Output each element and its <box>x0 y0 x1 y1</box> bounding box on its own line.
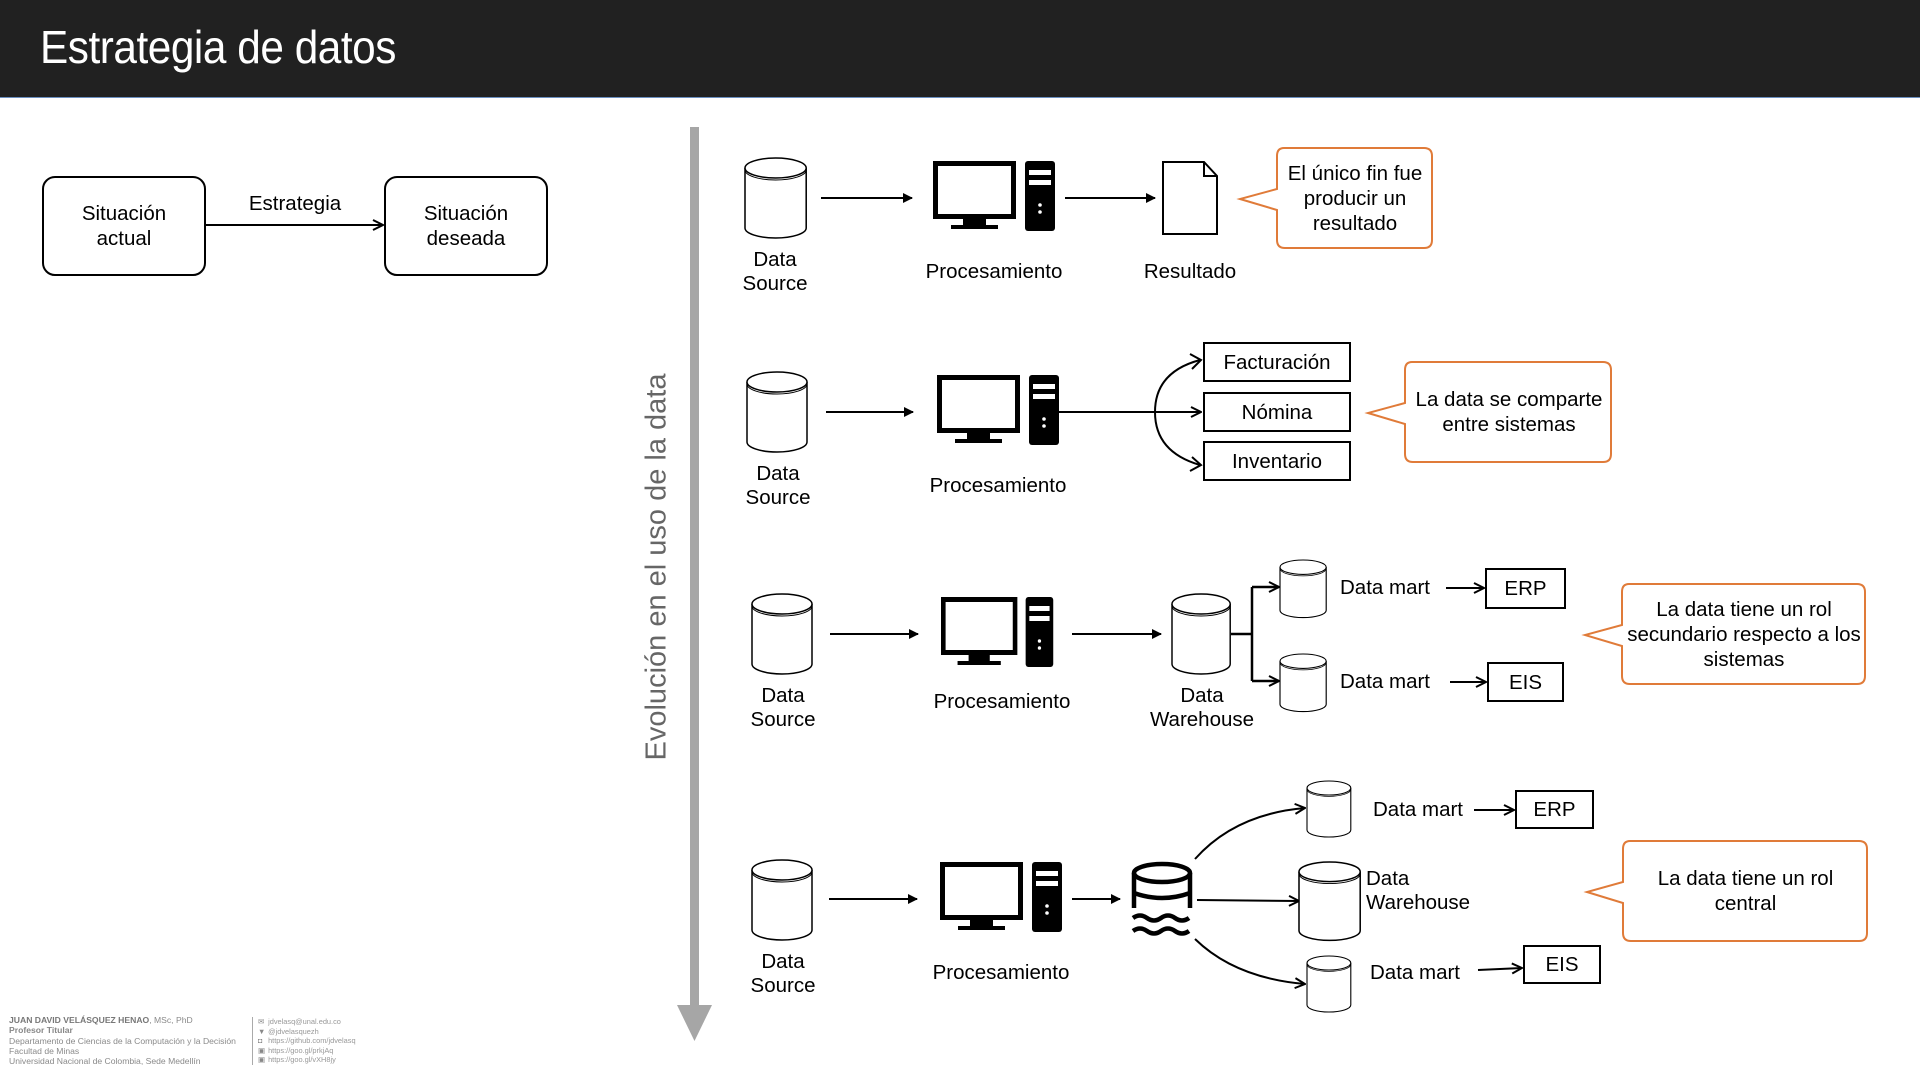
stage1-processing-label: Procesamiento <box>925 260 1063 283</box>
stage4-warehouse-label: Data Warehouse <box>1366 867 1471 914</box>
strategy-label: Estrategia <box>248 192 342 215</box>
stage3-mart2-icon <box>1279 653 1327 713</box>
stage3-warehouse-icon <box>1171 593 1231 675</box>
author-name: JUAN DAVID VELÁSQUEZ HENAO <box>9 1015 150 1025</box>
contact-github-text: https://github.com/jdvelasq <box>268 1036 356 1046</box>
twitter-icon: ▼ <box>258 1026 266 1036</box>
stage4-mart2-label: Data mart <box>1370 961 1460 984</box>
contact-twitter-text: @jdvelasquezh <box>268 1026 319 1036</box>
system-box-eis-2: EIS <box>1523 945 1601 984</box>
stage3-computer-icon <box>943 597 1053 667</box>
contact-researchgate-text: https://goo.gl/vXH8jy <box>268 1055 336 1065</box>
linkedin-icon: ▣ <box>258 1045 265 1055</box>
author-footer: JUAN DAVID VELÁSQUEZ HENAO, MSc, PhD Pro… <box>9 1015 236 1066</box>
stage2-source-icon <box>746 371 808 453</box>
stage2-source-label: Data Source <box>745 462 811 509</box>
contact-email[interactable]: ✉ jdvelasq@unal.edu.co <box>258 1017 356 1027</box>
system-box-erp: ERP <box>1485 568 1566 609</box>
stage2-computer-icon <box>940 375 1060 445</box>
stage4-computer-icon <box>943 862 1063 932</box>
desired-situation-label: Situación deseada <box>423 202 509 250</box>
author-university: Universidad Nacional de Colombia, Sede M… <box>9 1056 201 1067</box>
stage2-callout-shape <box>1364 361 1612 463</box>
stage3-callout-shape <box>1581 583 1866 685</box>
author-role: Profesor Titular <box>9 1025 73 1036</box>
contact-researchgate[interactable]: ▣ https://goo.gl/vXH8jy <box>258 1055 356 1065</box>
stage4-mart1-icon <box>1306 780 1352 838</box>
stage4-source-label: Data Source <box>750 950 816 997</box>
stage4-source-icon <box>751 859 813 941</box>
github-icon: ◘ <box>258 1036 263 1046</box>
stage1-source-label: Data Source <box>742 248 808 295</box>
stage4-warehouse-icon <box>1298 861 1361 942</box>
system-box-eis: EIS <box>1487 662 1564 702</box>
stage4-mart2-icon <box>1306 955 1352 1013</box>
stage3-warehouse-label: Data Warehouse <box>1149 684 1255 731</box>
author-degrees: , MSc, PhD <box>149 1015 193 1025</box>
stage3-source-label: Data Source <box>750 684 816 731</box>
stage3-mart1-label: Data mart <box>1340 576 1430 599</box>
contact-linkedin-text: https://goo.gl/prkjAq <box>268 1045 334 1055</box>
stage3-source-icon <box>751 593 813 675</box>
contact-github[interactable]: ◘ https://github.com/jdvelasq <box>258 1036 356 1046</box>
researchgate-icon: ▣ <box>258 1055 265 1065</box>
contact-footer: ✉ jdvelasq@unal.edu.co ▼ @jdvelasquezh ◘… <box>252 1017 356 1065</box>
stage2-callout-text: La data se comparte entre sistemas <box>1415 388 1603 436</box>
stage1-callout-shape <box>1236 147 1433 249</box>
system-box-facturacion: Facturación <box>1203 342 1351 382</box>
stage4-lake-icon <box>1131 861 1193 936</box>
stage1-output-label: Resultado <box>1143 260 1237 283</box>
evolution-arrowhead <box>677 1005 712 1041</box>
system-box-nomina: Nómina <box>1203 392 1351 432</box>
contact-linkedin[interactable]: ▣ https://goo.gl/prkjAq <box>258 1046 356 1056</box>
author-department: Departamento de Ciencias de la Computaci… <box>9 1035 236 1046</box>
stage3-mart2-label: Data mart <box>1340 670 1430 693</box>
stage4-mart1-label: Data mart <box>1373 798 1463 821</box>
evolution-axis <box>690 127 699 1007</box>
stage1-computer-icon <box>936 161 1056 231</box>
stage4-callout-shape <box>1583 840 1868 942</box>
author-faculty: Facultad de Minas <box>9 1045 80 1056</box>
desired-situation-box: Situación deseada <box>384 176 548 276</box>
stage4-callout-text: La data tiene un rol central <box>1657 867 1834 915</box>
evolution-axis-label: Evolución en el uso de la data <box>640 373 673 761</box>
contact-email-text: jdvelasq@unal.edu.co <box>268 1017 341 1026</box>
stage1-source-icon <box>744 157 807 239</box>
system-box-erp-2: ERP <box>1515 790 1594 829</box>
header-bar: Estrategia de datos <box>0 0 1920 98</box>
document-icon <box>1162 161 1218 235</box>
contact-twitter[interactable]: ▼ @jdvelasquezh <box>258 1027 356 1037</box>
stage3-processing-label: Procesamiento <box>933 690 1071 713</box>
email-icon: ✉ <box>258 1017 265 1026</box>
system-box-inventario: Inventario <box>1203 441 1351 481</box>
stage3-callout-text: La data tiene un rol secundario respecto… <box>1627 597 1861 671</box>
stage4-processing-label: Procesamiento <box>932 961 1070 984</box>
page-title: Estrategia de datos <box>40 21 396 73</box>
current-situation-box: Situación actual <box>42 176 206 276</box>
current-situation-label: Situación actual <box>81 202 167 250</box>
stage3-mart1-icon <box>1279 559 1327 619</box>
stage1-callout-text: El único fin fue producir un resultado <box>1287 161 1423 235</box>
stage2-processing-label: Procesamiento <box>929 474 1067 497</box>
